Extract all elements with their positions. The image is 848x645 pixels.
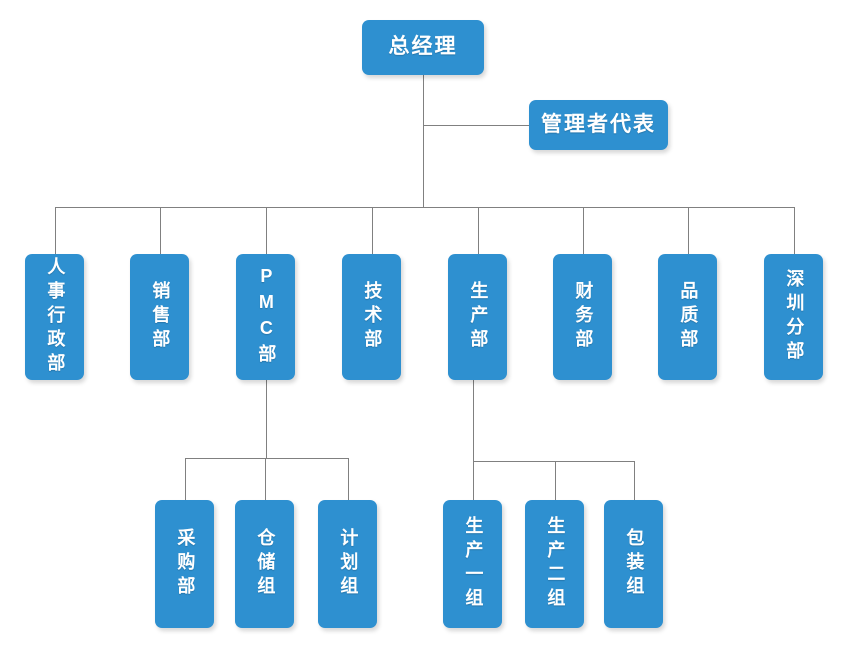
connector-drop-purchase xyxy=(185,458,186,500)
connector-drop-prod xyxy=(478,207,479,254)
org-node-tech[interactable]: 技术部 xyxy=(342,254,401,380)
org-node-sales[interactable]: 销售部 xyxy=(130,254,189,380)
org-node-label: 深圳分部 xyxy=(784,269,805,365)
org-node-planning[interactable]: 计划组 xyxy=(318,500,377,628)
org-node-pmc[interactable]: PMC部 xyxy=(236,254,295,380)
org-node-label: 品质部 xyxy=(678,281,699,353)
org-node-label: PMC部 xyxy=(256,266,277,368)
org-node-label: 生产部 xyxy=(468,281,489,353)
org-node-label: 包装组 xyxy=(624,528,645,600)
connector-drop-warehouse xyxy=(265,458,266,500)
org-node-label: 仓储组 xyxy=(255,528,276,600)
connector-level2-bus xyxy=(55,207,794,208)
org-node-label: 采购部 xyxy=(175,528,196,600)
org-node-label: 销售部 xyxy=(150,281,171,353)
org-node-hr[interactable]: 人事行政部 xyxy=(25,254,84,380)
connector-drop-sales xyxy=(160,207,161,254)
connector-drop-tech xyxy=(372,207,373,254)
connector-drop-pmc xyxy=(266,207,267,254)
org-node-quality[interactable]: 品质部 xyxy=(658,254,717,380)
org-node-finance[interactable]: 财务部 xyxy=(553,254,612,380)
connector-drop-quality xyxy=(688,207,689,254)
connector-drop-finance xyxy=(583,207,584,254)
connector-drop-shenzhen xyxy=(794,207,795,254)
connector-gm-to-mgmt-rep xyxy=(423,125,529,126)
org-node-prod_1[interactable]: 生产一组 xyxy=(443,500,502,628)
connector-drop-packing xyxy=(634,461,635,500)
org-node-label: 管理者代表 xyxy=(541,112,656,136)
org-node-label: 财务部 xyxy=(573,281,594,353)
org-node-prod[interactable]: 生产部 xyxy=(448,254,507,380)
org-node-label: 人事行政部 xyxy=(45,257,66,377)
org-node-label: 生产二组 xyxy=(545,516,566,612)
org-node-label: 生产一组 xyxy=(463,516,484,612)
connector-prod-trunk xyxy=(473,380,474,461)
org-node-prod_2[interactable]: 生产二组 xyxy=(525,500,584,628)
org-node-mgmt_rep[interactable]: 管理者代表 xyxy=(529,100,668,150)
org-node-label: 计划组 xyxy=(338,528,359,600)
org-node-purchase[interactable]: 采购部 xyxy=(155,500,214,628)
org-node-warehouse[interactable]: 仓储组 xyxy=(235,500,294,628)
connector-drop-prod_2 xyxy=(555,461,556,500)
connector-pmc-bus xyxy=(185,458,348,459)
org-node-gm[interactable]: 总经理 xyxy=(362,20,484,75)
connector-drop-planning xyxy=(348,458,349,500)
connector-drop-prod_1 xyxy=(473,461,474,500)
org-node-packing[interactable]: 包装组 xyxy=(604,500,663,628)
connector-gm-trunk xyxy=(423,75,424,207)
org-node-label: 技术部 xyxy=(362,281,383,353)
org-node-shenzhen[interactable]: 深圳分部 xyxy=(764,254,823,380)
connector-prod-bus xyxy=(473,461,634,462)
org-node-label: 总经理 xyxy=(388,35,458,59)
connector-drop-hr xyxy=(55,207,56,254)
connector-pmc-trunk xyxy=(266,380,267,458)
